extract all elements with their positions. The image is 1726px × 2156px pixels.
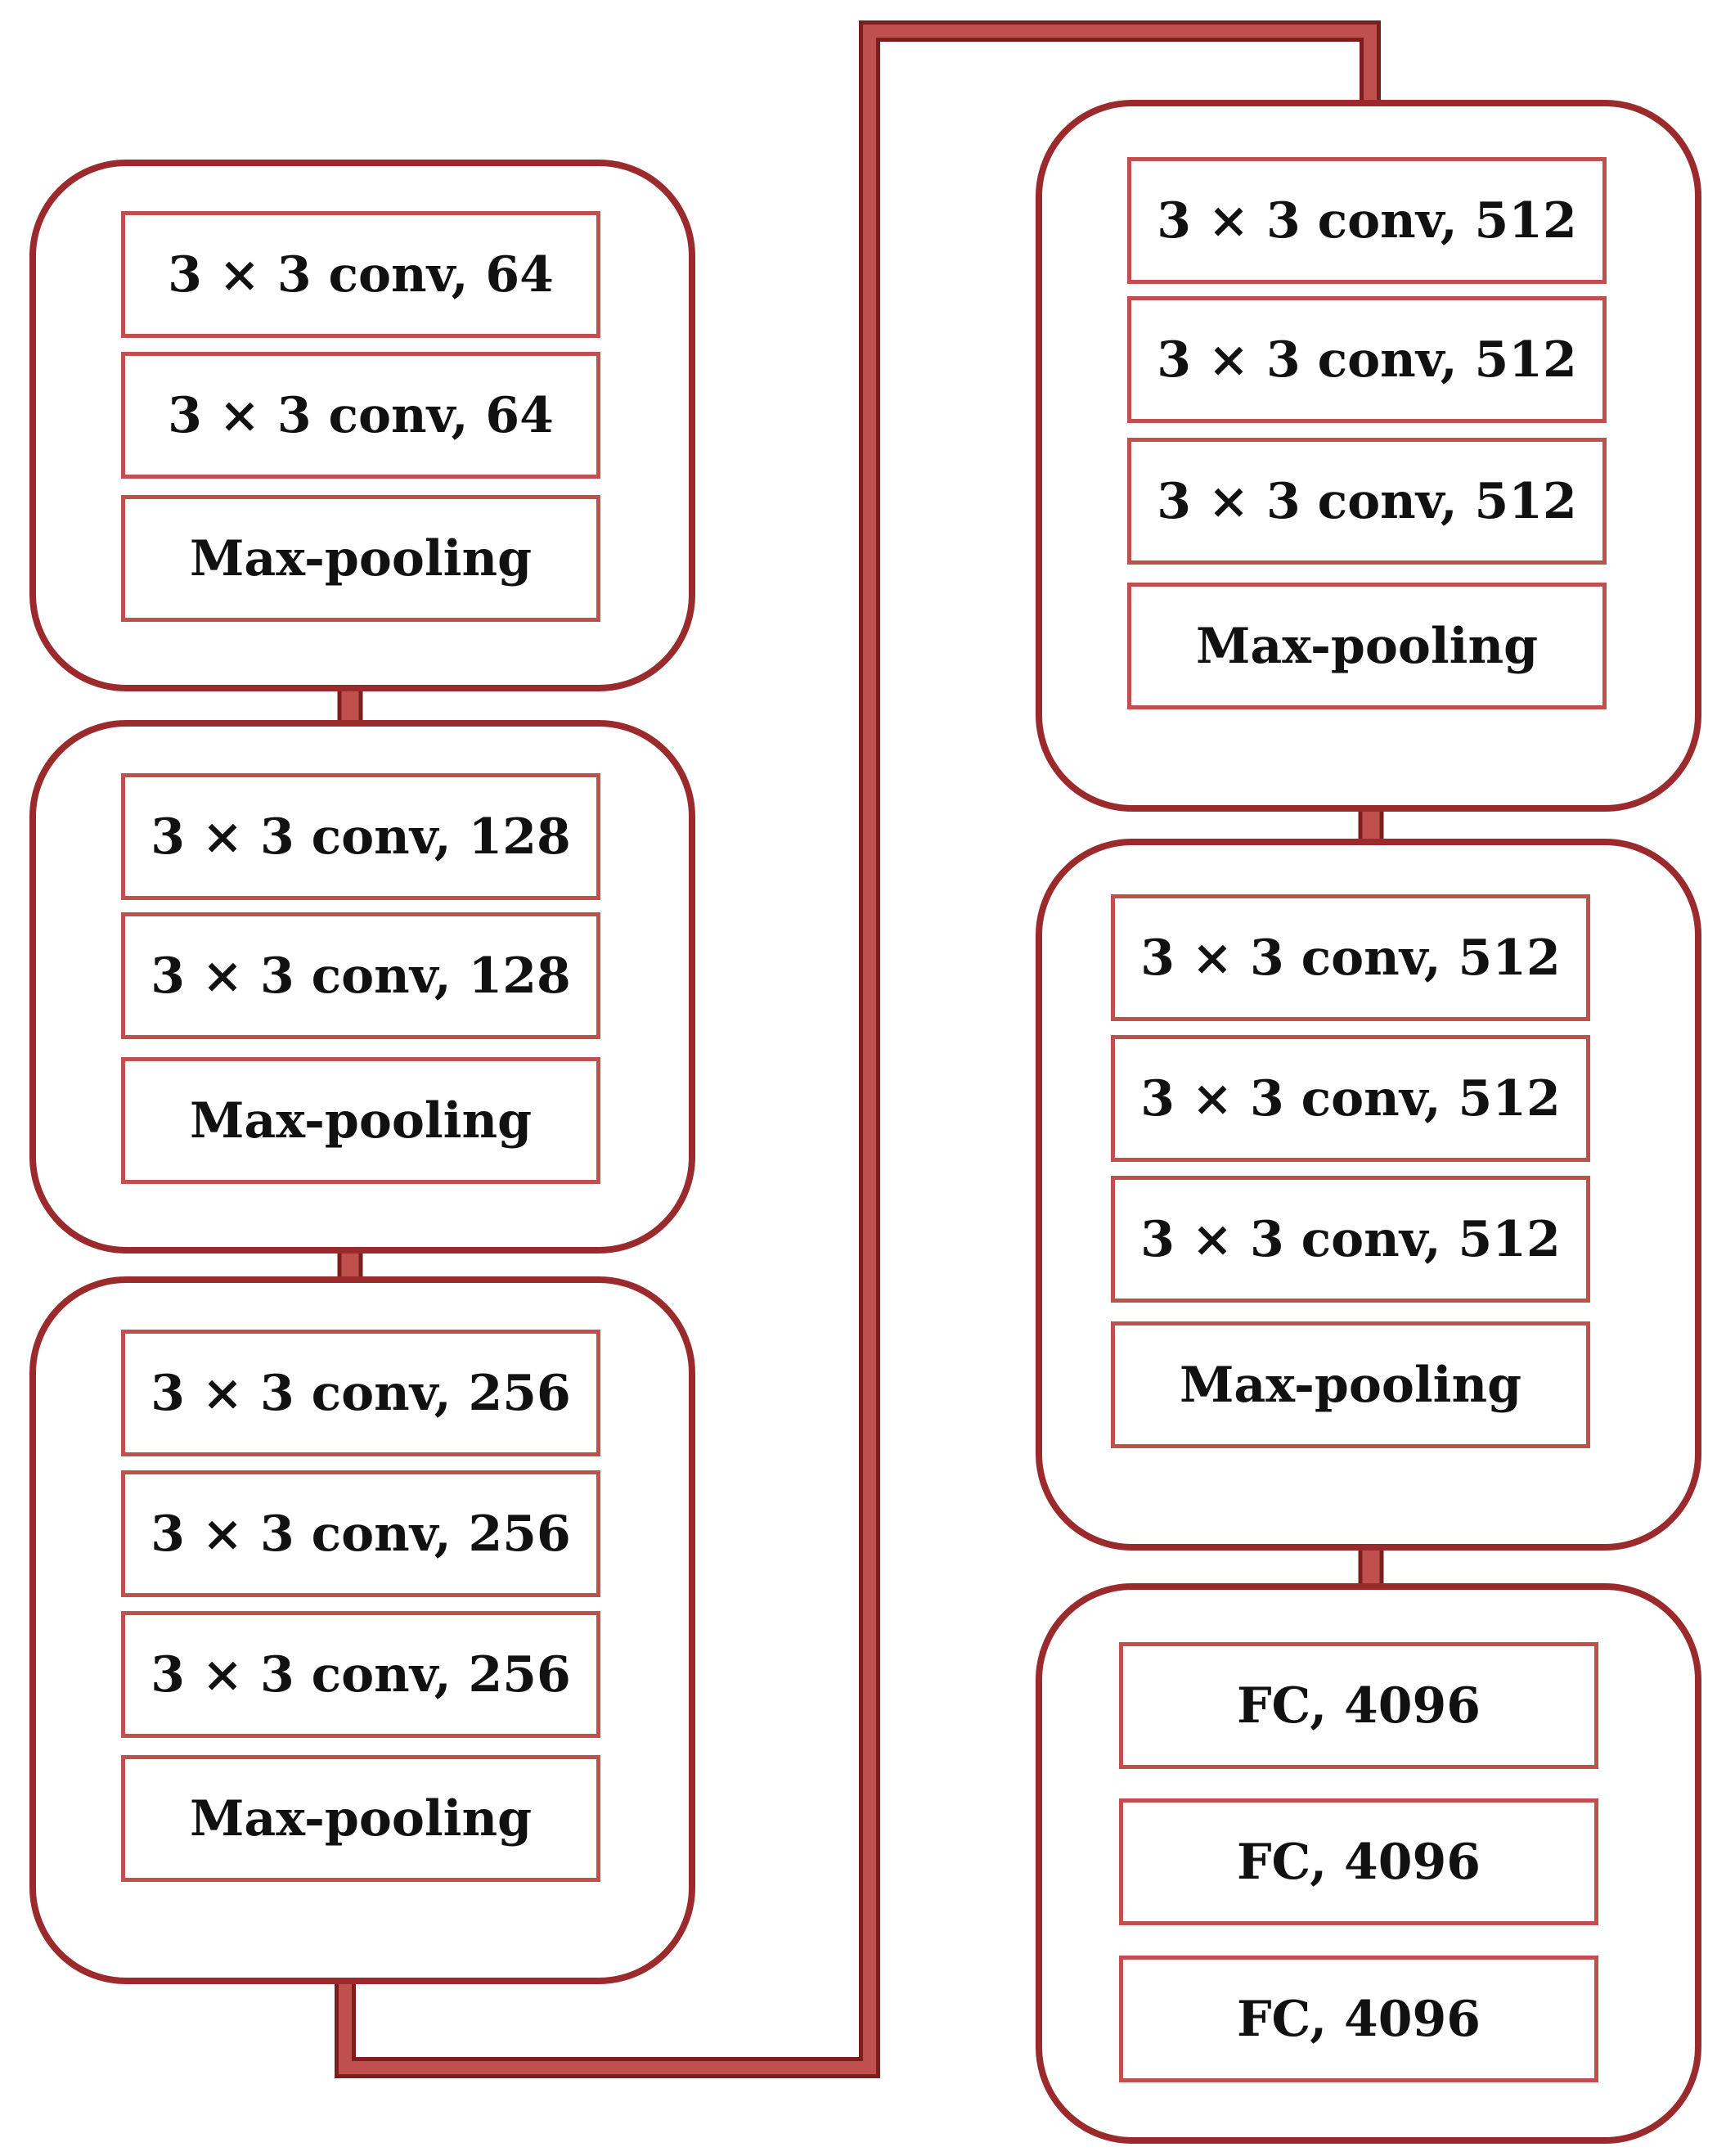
layer-conv: 3 × 3 conv, 512 (1111, 894, 1590, 1021)
layer-conv: 3 × 3 conv, 256 (121, 1330, 600, 1456)
layer-conv: 3 × 3 conv, 512 (1127, 157, 1607, 284)
layer-conv: 3 × 3 conv, 512 (1127, 438, 1607, 565)
layer-conv: 3 × 3 conv, 512 (1127, 296, 1607, 423)
layer-conv: 3 × 3 conv, 512 (1111, 1035, 1590, 1162)
layer-max-pooling: Max-pooling (1127, 583, 1607, 709)
layer-max-pooling: Max-pooling (121, 1057, 600, 1184)
layer-max-pooling: Max-pooling (121, 495, 600, 622)
layer-conv: 3 × 3 conv, 512 (1111, 1176, 1590, 1303)
layer-conv: 3 × 3 conv, 128 (121, 912, 600, 1039)
layer-conv: 3 × 3 conv, 128 (121, 773, 600, 900)
layer-conv: 3 × 3 conv, 256 (121, 1611, 600, 1738)
layer-max-pooling: Max-pooling (1111, 1321, 1590, 1448)
layer-max-pooling: Max-pooling (121, 1755, 600, 1882)
layer-fc: FC, 4096 (1119, 1956, 1598, 2082)
layer-fc: FC, 4096 (1119, 1642, 1598, 1769)
layer-conv: 3 × 3 conv, 256 (121, 1470, 600, 1597)
layer-conv: 3 × 3 conv, 64 (121, 352, 600, 479)
layer-fc: FC, 4096 (1119, 1798, 1598, 1925)
layer-conv: 3 × 3 conv, 64 (121, 211, 600, 338)
